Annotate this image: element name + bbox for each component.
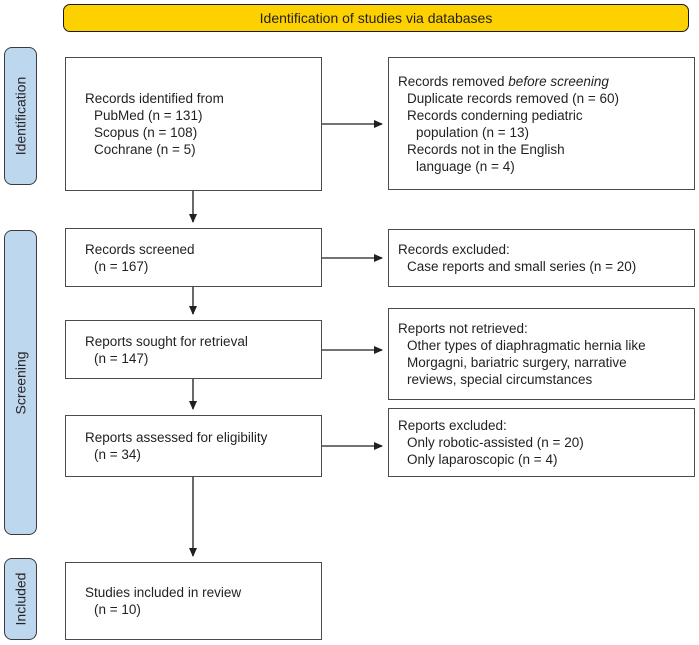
box-line: Reports not retrieved: [398,321,528,336]
box-line: reviews, special circumstances [407,372,593,387]
box-reports-assessed: Reports assessed for eligibility (n = 34… [65,415,322,477]
box-line: Records not in the English [407,141,565,157]
box-line: (n = 147) [94,350,149,366]
box-line: Only robotic-assisted (n = 20) [407,435,584,450]
box-line: Reports excluded: [398,418,507,433]
box-line: Records removed before screening [398,73,692,90]
box-line: language (n = 4) [416,158,515,174]
box-reports-sought: Reports sought for retrieval (n = 147) [65,320,322,379]
stage-label-screening-text: Screening [12,350,29,415]
box-line: PubMed (n = 131) [94,108,203,123]
box-line: Records excluded: [398,242,510,257]
box-studies-included: Studies included in review (n = 10) [65,562,322,640]
banner-identification-of-studies: Identification of studies via databases [63,4,689,32]
box-line: Other types of diaphragmatic hernia like [407,338,646,353]
box-line: Records conderning pediatric [407,107,583,123]
box-line: population (n = 13) [416,124,529,140]
box-line: Studies included in review [85,585,242,600]
box-line: (n = 167) [94,258,149,274]
stage-label-identification-text: Identification [12,76,29,156]
box-line: Cochrane (n = 5) [94,142,196,157]
box-line: Duplicate records removed (n = 60) [407,90,619,106]
box-line: Reports assessed for eligibility [85,430,268,445]
box-records-screened: Records screened (n = 167) [65,228,322,287]
box-line: (n = 10) [94,602,141,617]
stage-label-included: Included [4,558,37,640]
box-line: Morgagni, bariatric surgery, narrative [407,355,627,370]
box-line: Case reports and small series (n = 20) [407,259,637,274]
box-line: Only laparoscopic (n = 4) [407,452,558,467]
box-line: Records screened [85,241,195,257]
stage-label-identification: Identification [4,47,37,185]
box-line-prefix: Records removed [398,73,509,89]
box-line: Reports sought for retrieval [85,333,248,349]
box-line: Scopus (n = 108) [94,125,198,140]
box-reports-not-retrieved: Reports not retrieved: Other types of di… [388,308,695,400]
box-line: Records identified from [85,91,224,106]
box-records-removed-before-screening: Records removed before screening Duplica… [388,57,695,190]
box-line: (n = 34) [94,447,141,462]
box-line-italic: before screening [508,73,609,89]
box-records-excluded: Records excluded: Case reports and small… [388,229,695,287]
banner-title: Identification of studies via databases [259,10,493,26]
stage-label-screening: Screening [4,230,37,535]
box-records-identified: Records identified from PubMed (n = 131)… [65,57,322,191]
box-reports-excluded: Reports excluded: Only robotic-assisted … [388,408,695,477]
stage-label-included-text: Included [12,572,29,626]
